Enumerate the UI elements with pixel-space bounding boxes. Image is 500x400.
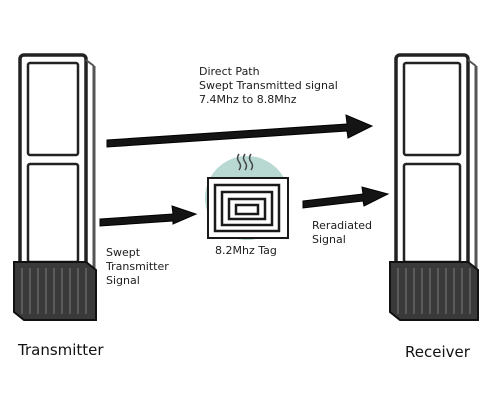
transmitter-caption: Transmitter — [18, 341, 104, 359]
tag-label: 8.2Mhz Tag — [215, 244, 277, 257]
reradiated-signal-arrow — [302, 186, 390, 209]
tag-label-card — [207, 177, 289, 239]
receiver-antenna — [389, 53, 479, 321]
direct-path-line-1: Direct Path — [199, 65, 260, 78]
tag-coil-icon — [213, 183, 281, 233]
reradiated-line-1: Reradiated — [312, 219, 373, 232]
direct-path-line-3: 7.4Mhz to 8.8Mhz — [199, 93, 297, 106]
reradiated-signal-label: Reradiated Signal — [312, 219, 372, 247]
swept-signal-line-2: Transmitter — [106, 260, 169, 273]
tag-signal-waves-icon — [236, 153, 254, 171]
rf-tag — [205, 153, 289, 240]
receiver-upper-panel — [402, 61, 462, 157]
transmitter-base — [13, 261, 97, 321]
direct-path-line-2: Swept Transmitted signal — [199, 79, 338, 92]
receiver-edge-top — [467, 59, 477, 67]
receiver-caption: Receiver — [405, 343, 470, 361]
receiver-base-slats — [397, 268, 471, 314]
receiver-lower-panel — [402, 162, 462, 264]
direct-path-arrow — [106, 114, 374, 148]
direct-path-label: Direct Path Swept Transmitted signal 7.4… — [199, 65, 338, 107]
swept-signal-line-3: Signal — [106, 274, 140, 287]
transmitter-lower-panel — [26, 162, 80, 264]
transmitter-antenna — [13, 53, 97, 321]
reradiated-line-2: Signal — [312, 233, 346, 246]
transmitter-base-slats — [21, 268, 87, 314]
transmitter-edge-top — [85, 59, 95, 67]
swept-signal-arrow — [99, 205, 198, 227]
receiver-base — [389, 261, 479, 321]
swept-signal-label: Swept Transmitter Signal — [106, 246, 169, 288]
transmitter-upper-panel — [26, 61, 80, 157]
swept-signal-line-1: Swept — [106, 246, 141, 259]
